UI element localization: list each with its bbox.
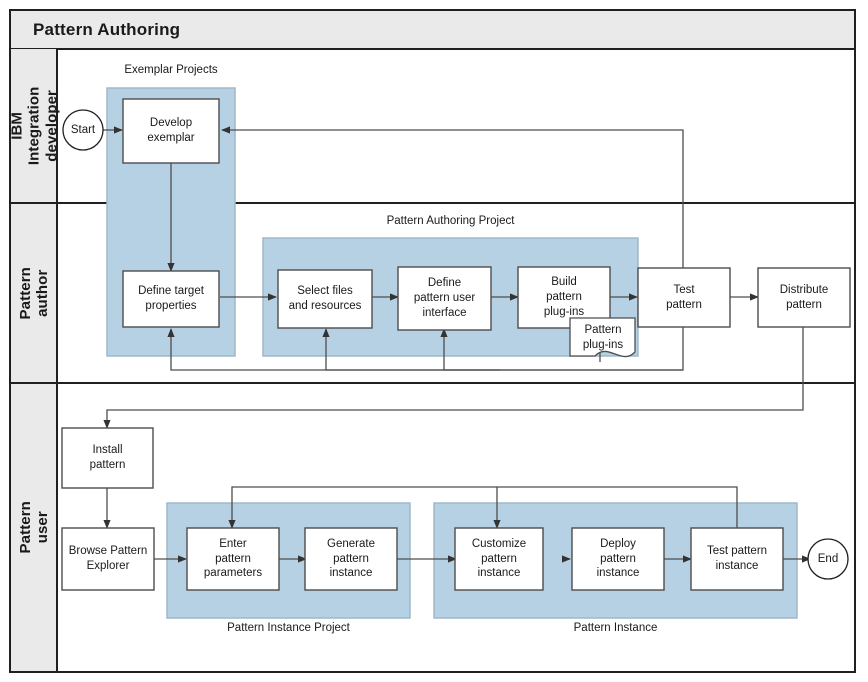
node-select-files-and-resources[interactable] [277,269,373,329]
node-deploy-pattern-instance[interactable] [571,527,665,591]
node-develop-exemplar[interactable] [122,98,220,164]
node-generate-pattern-instance[interactable] [304,527,398,591]
node-distribute-pattern[interactable] [757,267,851,328]
connector-feedback-to-define-target [167,328,500,371]
lane-header-column [11,49,57,671]
group-label-pattern-authoring-project: Pattern Authoring Project [386,215,515,227]
node-enter-pattern-parameters[interactable] [186,527,280,591]
node-customize-pattern-instance[interactable] [454,527,544,591]
node-define-target-properties[interactable] [122,270,220,328]
connector-feedback-to-enter-parameters [228,486,497,529]
terminator-label-end[interactable]: End [817,553,839,565]
lane-label-user-text: Pattern user [16,500,52,554]
lane-label-developer: IBM Integration developer [8,49,60,203]
terminator-end[interactable] [807,538,849,580]
group-label-exemplar-projects: Exemplar Projects [124,64,218,76]
connector-distribute-pattern-to-install-pattern [103,326,804,429]
node-install-pattern[interactable] [61,427,154,489]
node-browse-pattern-explorer[interactable] [61,527,155,591]
lane-label-user: Pattern user [11,383,57,671]
connector-test-pattern-to-develop-exemplar [221,126,684,270]
connector-test-instance-to-customize-instance [493,486,738,529]
group-label-pattern-instance-project: Pattern Instance Project [227,622,350,634]
node-test-pattern[interactable] [637,267,731,328]
artifact-pattern-plug-ins-doc[interactable] [569,317,636,358]
node-define-pattern-user-interface[interactable] [397,266,492,331]
pool-title-band [11,11,854,49]
lane-label-author-text: Pattern author [16,266,52,320]
node-test-pattern-instance[interactable] [690,527,784,591]
artifact-label-pattern-plug-ins[interactable]: Pattern plug-ins [582,324,624,351]
page-title: Pattern Authoring [33,20,181,39]
terminator-label-start[interactable]: Start [70,124,96,136]
lane-label-developer-text: IBM Integration developer [8,86,60,166]
lane-label-author: Pattern author [11,203,57,383]
terminator-start[interactable] [62,109,104,151]
group-label-pattern-instance: Pattern Instance [573,622,658,634]
